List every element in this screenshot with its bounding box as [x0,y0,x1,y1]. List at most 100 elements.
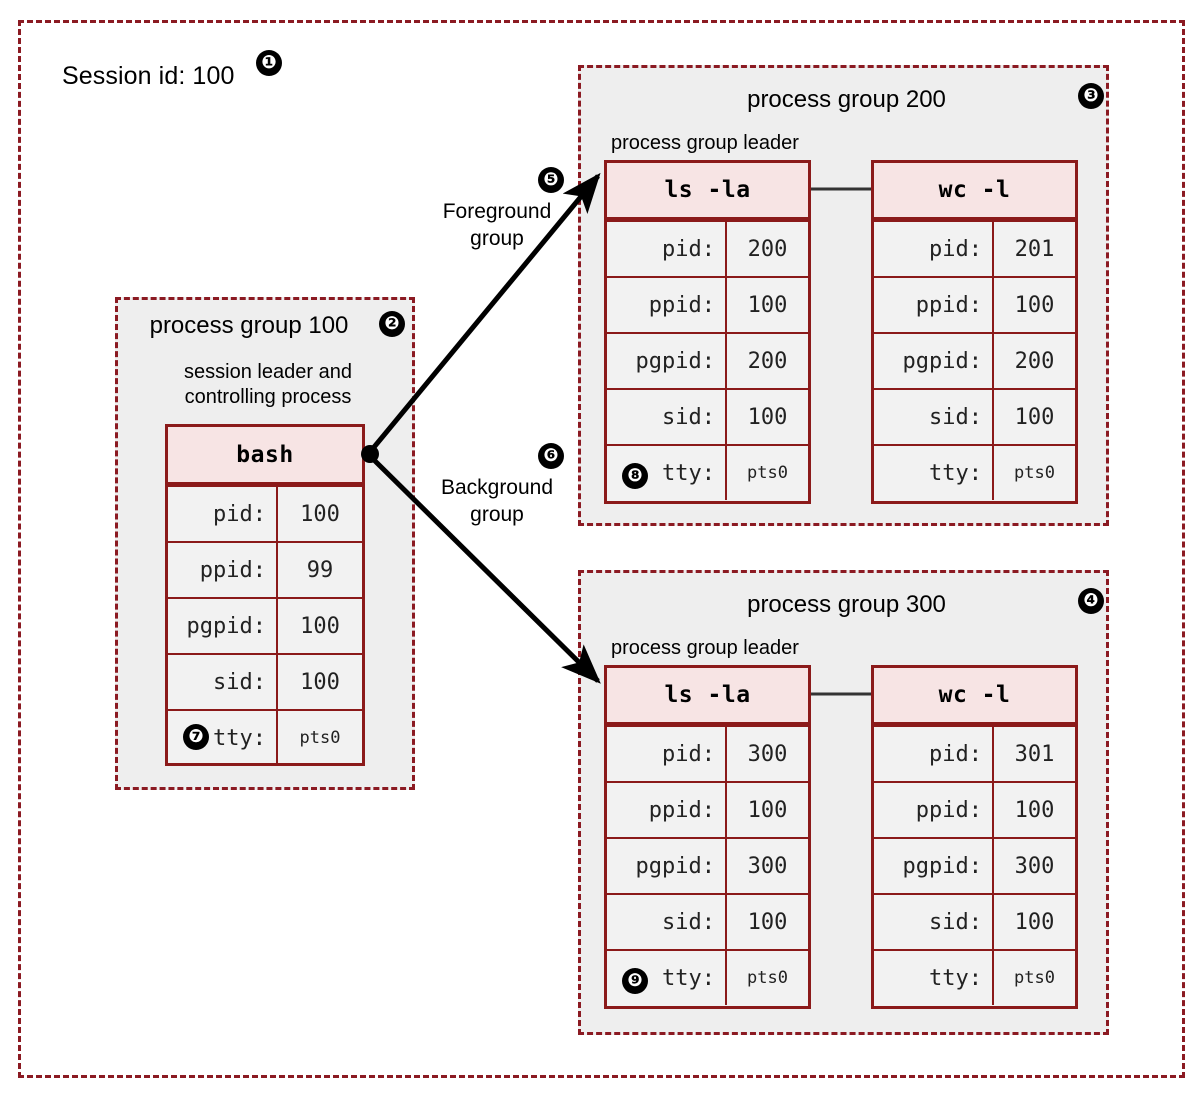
process-card-ls-la-200[interactable]: ls -la pid: 200 ppid: 100 pgpid: 200 sid… [604,160,811,504]
field-key: tty: [168,711,278,765]
field-value: 100 [747,404,788,430]
table-row: ppid: 100 [607,276,808,332]
field-value: pts0 [1014,968,1055,988]
table-row: tty: pts0 [607,444,808,500]
table-row: sid: 100 [607,388,808,444]
field-value: 200 [1014,348,1055,374]
table-row: sid: 100 [874,893,1075,949]
field-value: 100 [300,501,340,527]
field-value: 201 [1014,236,1055,262]
table-row: pid: 200 [607,220,808,276]
table-row: ppid: 100 [607,781,808,837]
field-key: pid: [874,727,994,781]
field-value: pts0 [299,728,341,748]
field-value: 100 [1014,292,1055,318]
process-name-bash: bash [168,427,362,485]
field-key: tty: [874,446,994,500]
table-row: pid: 300 [607,725,808,781]
field-value: 100 [300,669,340,695]
field-value: 100 [300,613,340,639]
field-key: pgpid: [874,839,994,893]
background-label-line-2: group [470,503,524,527]
callout-badge-4: ❹ [1078,588,1104,614]
field-key: sid: [874,390,994,444]
callout-badge-1: ❶ [256,50,282,76]
field-value: 301 [1014,741,1055,767]
background-label-line-1: Background [440,476,554,499]
process-card-wc-l-300[interactable]: wc -l pid: 301 ppid: 100 pgpid: 300 sid:… [871,665,1078,1009]
table-row: ppid: 100 [874,781,1075,837]
field-key: tty: [607,446,727,500]
field-key: sid: [607,390,727,444]
field-key: pgpid: [607,839,727,893]
table-row: pgpid: 300 [874,837,1075,893]
table-row: pid: 100 [168,485,362,541]
field-value: 200 [747,236,788,262]
process-group-100-subtitle: session leader and controlling process [118,360,418,410]
field-value: pts0 [747,463,788,483]
field-key: pgpid: [874,334,994,388]
field-key: sid: [168,655,278,709]
field-value: 100 [1014,404,1055,430]
field-key: sid: [607,895,727,949]
session-id-label: Session id: 100 [62,62,235,90]
table-row: pgpid: 200 [607,332,808,388]
process-group-200-subtitle: process group leader [611,132,799,154]
field-key: pgpid: [168,599,278,653]
field-value: 100 [747,292,788,318]
field-key: pid: [874,222,994,276]
process-group-300-subtitle: process group leader [611,637,799,659]
foreground-group-label: Foreground group [432,198,562,253]
table-row: pid: 301 [874,725,1075,781]
table-row: pgpid: 200 [874,332,1075,388]
table-row: sid: 100 [168,653,362,709]
field-value: 100 [1014,909,1055,935]
process-name-ls-la: ls -la [607,668,808,725]
table-row: ppid: 100 [874,276,1075,332]
field-value: 200 [747,348,788,374]
process-group-100-title: process group 100 [149,312,349,339]
table-row: tty: pts0 [607,949,808,1005]
callout-badge-9: ❾ [622,968,648,994]
field-key: tty: [874,951,994,1005]
process-name-ls-la: ls -la [607,163,808,220]
field-value: 300 [747,741,788,767]
table-row: tty: pts0 [874,444,1075,500]
field-key: pid: [607,222,727,276]
field-value: 100 [747,797,788,823]
callout-badge-6: ❻ [538,443,564,469]
callout-badge-7: ❼ [183,724,209,750]
callout-badge-2: ❷ [379,311,405,337]
process-name-wc-l: wc -l [874,668,1075,725]
field-key: ppid: [168,543,278,597]
subtitle-line-2: controlling process [184,386,352,408]
table-row: ppid: 99 [168,541,362,597]
field-value: pts0 [1014,463,1055,483]
field-key: pid: [168,487,278,541]
process-group-300-title: process group 300 [747,591,946,618]
callout-badge-3: ❸ [1078,83,1104,109]
field-key: tty: [607,951,727,1005]
field-key: pgpid: [607,334,727,388]
field-value: 100 [1014,797,1055,823]
field-value: 100 [747,909,788,935]
table-row: tty: pts0 [874,949,1075,1005]
field-key: ppid: [874,783,994,837]
foreground-label-line-2: group [470,227,524,251]
process-card-ls-la-300[interactable]: ls -la pid: 300 ppid: 100 pgpid: 300 sid… [604,665,811,1009]
field-value: 300 [747,853,788,879]
field-value: 99 [306,557,334,583]
callout-badge-8: ❽ [622,463,648,489]
process-card-wc-l-200[interactable]: wc -l pid: 201 ppid: 100 pgpid: 200 sid:… [871,160,1078,504]
process-card-bash[interactable]: bash pid: 100 ppid: 99 pgpid: 100 sid: 1… [165,424,365,766]
foreground-label-line-1: Foreground [442,200,552,223]
field-value: pts0 [747,968,788,988]
callout-badge-5: ❺ [538,167,564,193]
table-row: sid: 100 [874,388,1075,444]
field-value: 300 [1014,853,1055,879]
table-row: pid: 201 [874,220,1075,276]
table-row: tty: pts0 [168,709,362,765]
field-key: ppid: [607,783,727,837]
field-key: sid: [874,895,994,949]
background-group-label: Background group [432,474,562,529]
